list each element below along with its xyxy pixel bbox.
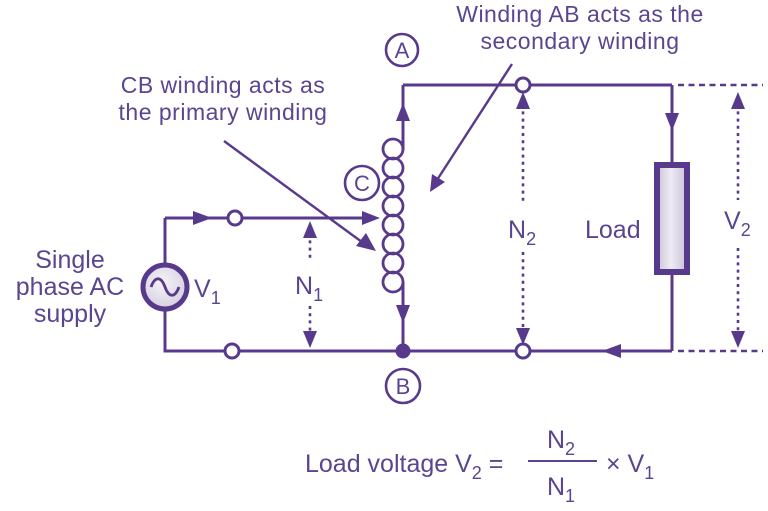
label-n2: N2 [508, 216, 536, 249]
terminal-c-label: C [354, 171, 370, 196]
primary-annotation-line2: the primary winding [119, 99, 328, 125]
label-load: Load [585, 216, 641, 244]
label-v2: V2 [724, 207, 751, 240]
n1-arrow-down [303, 331, 317, 348]
node-primary-top [226, 209, 244, 227]
n2-arrow-up [516, 92, 530, 109]
current-arrow-load-down [665, 113, 679, 131]
n1-arrow-up [303, 221, 317, 238]
current-arrow-coil-down [396, 305, 410, 323]
current-arrow-coil-up [396, 103, 410, 121]
primary-annotation-arrowhead [356, 233, 376, 251]
node-secondary-top [514, 76, 532, 94]
v2-arrow-up [731, 92, 745, 109]
current-arrow-primary-1 [193, 211, 212, 225]
primary-annotation-leader [223, 140, 367, 246]
secondary-annotation-line1: Winding AB acts as the [456, 1, 704, 27]
formula-lhs: Load voltage V2 = [305, 450, 503, 483]
source-caption-line3: supply [34, 300, 107, 328]
load-voltage-formula: Load voltage V2 = N2 N1 × V1 [305, 426, 654, 506]
primary-annotation-line1: CB winding acts as [121, 72, 326, 98]
source-caption-line1: Single [35, 246, 105, 274]
source-caption-line2: phase AC [16, 273, 124, 301]
terminal-b-circle [384, 367, 422, 405]
terminal-c-circle [343, 164, 381, 202]
sine-wave-icon [149, 277, 181, 297]
autotransformer-winding [381, 137, 405, 294]
terminal-a-circle [384, 32, 420, 68]
secondary-annotation-leader [435, 63, 514, 181]
secondary-annotation-arrowhead [430, 174, 445, 192]
formula-rhs: × V1 [606, 450, 654, 483]
current-arrow-return-left [602, 344, 621, 358]
junction-dot-b [395, 343, 411, 359]
formula-numerator: N2 [547, 426, 575, 459]
node-bottom-left [223, 342, 241, 360]
load-resistor [654, 162, 690, 275]
terminal-a-label: A [395, 38, 410, 63]
secondary-annotation-line2: secondary winding [480, 28, 679, 54]
label-v1: V1 [194, 275, 221, 308]
node-bottom-mid [514, 342, 532, 360]
ac-source [140, 262, 190, 312]
terminal-b-label: B [396, 374, 411, 399]
current-arrow-primary-2 [362, 211, 380, 225]
n2-arrow-down [516, 328, 530, 345]
bottom-wire [163, 310, 672, 353]
label-n1: N1 [295, 272, 323, 305]
formula-denominator: N1 [547, 473, 575, 506]
v2-arrow-down [731, 331, 745, 348]
